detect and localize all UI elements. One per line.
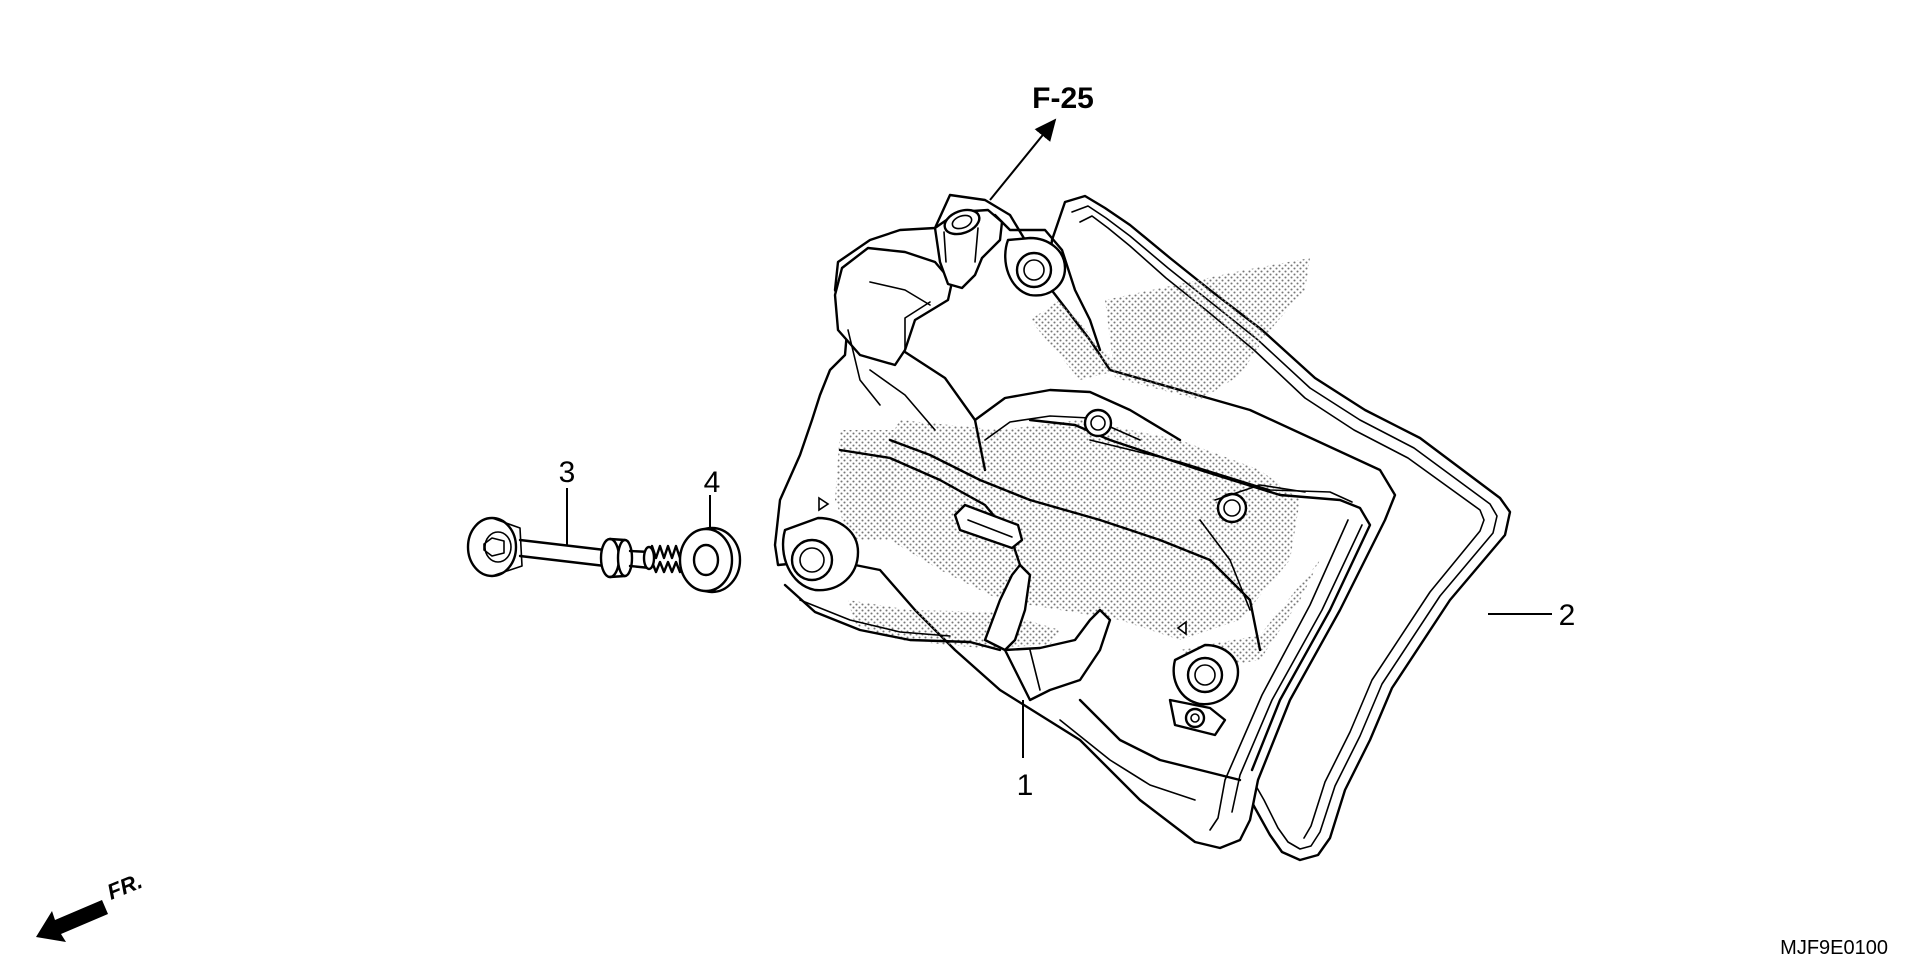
special-bolt [466, 516, 694, 579]
washer [678, 526, 742, 594]
callout-part-4: 4 [704, 466, 721, 499]
callout-part-2: 2 [1559, 599, 1576, 632]
front-direction-arrow-icon [36, 900, 108, 942]
front-direction-label: FR. [104, 868, 146, 904]
reference-label: F-25 [1032, 82, 1094, 115]
drawing-code: MJF9E0100 [1780, 937, 1888, 959]
callout-part-3: 3 [559, 456, 576, 489]
cylinder-head-cover [773, 193, 1397, 850]
callout-part-1: 1 [1017, 769, 1034, 802]
reference-arrow [989, 118, 1057, 201]
